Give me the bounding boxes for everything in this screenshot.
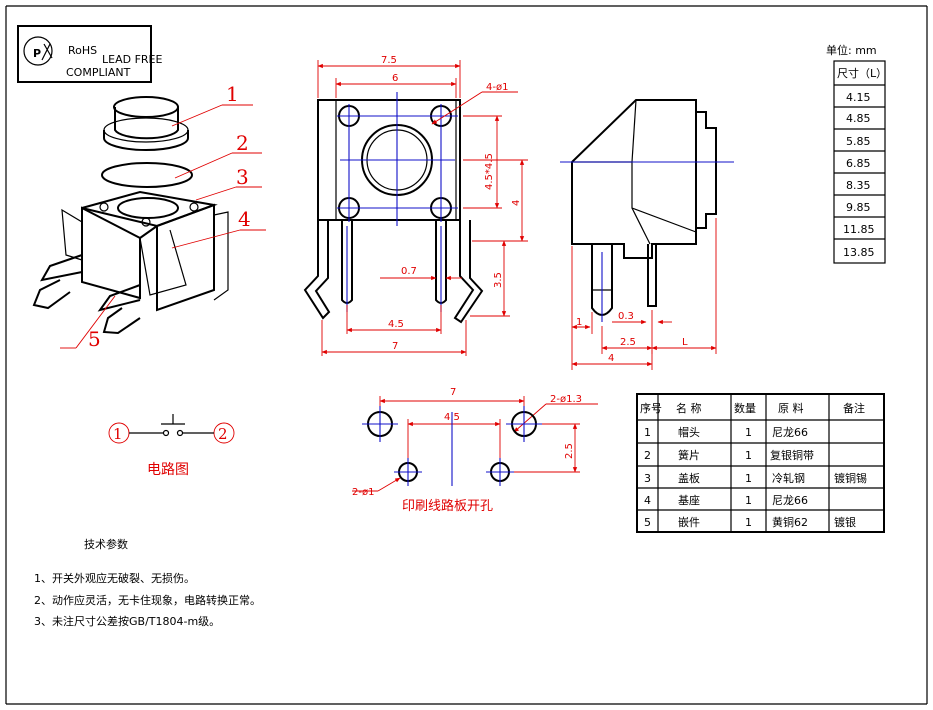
bom-table: 序号 名 称 数量 原 料 备注 1 帽头 1 尼龙66 2 簧片 1 复银铜带… bbox=[636, 393, 885, 533]
side-dim-0-3: 0.3 bbox=[618, 311, 634, 322]
dim-6: 6 bbox=[392, 73, 398, 84]
rohs-compliant: COMPLIANT bbox=[66, 66, 131, 79]
pcb-big-holes: 2-ø1.3 bbox=[550, 394, 582, 405]
rohs-logo: P RoHS LEAD FREE COMPLIANT bbox=[17, 25, 162, 83]
callout-2: 2 bbox=[236, 131, 249, 155]
bom-r0-c3: 尼龙66 bbox=[772, 426, 808, 439]
bom-r4-c4: 镀银 bbox=[834, 515, 856, 529]
unit-val-6: 11.85 bbox=[843, 223, 875, 236]
rohs-lead-free: LEAD FREE bbox=[102, 53, 162, 66]
bom-r1-c3: 复银铜带 bbox=[770, 448, 814, 462]
holes-label: 4-ø1 bbox=[486, 82, 508, 93]
tech-item-2: 2、动作应灵活，无卡住现象，电路转换正常。 bbox=[34, 593, 261, 607]
unit-val-2: 5.85 bbox=[846, 135, 871, 148]
bom-r4-c1: 嵌件 bbox=[678, 516, 700, 529]
tech-item-3: 3、未注尺寸公差按GB/T1804-m级。 bbox=[34, 614, 220, 628]
front-view-dimensions: 7.5 6 4-ø1 4.5*4.5 4 3.5 0.7 4.5 7 bbox=[317, 55, 528, 356]
tech-title: 技术参数 bbox=[84, 537, 128, 551]
circuit-node-1: 1 bbox=[113, 425, 123, 443]
bom-r2-c1: 盖板 bbox=[678, 471, 700, 485]
bom-r3-c1: 基座 bbox=[678, 493, 700, 507]
dim-4-5-pitch: 4.5 bbox=[388, 319, 404, 330]
bom-r2-c4: 镀铜锡 bbox=[834, 471, 867, 485]
unit-val-5: 9.85 bbox=[846, 201, 871, 214]
pcb-small-holes: 2-ø1 bbox=[352, 487, 374, 498]
side-dim-4: 4 bbox=[608, 353, 614, 364]
unit-val-3: 6.85 bbox=[846, 157, 871, 170]
bom-r4-c3: 黄铜62 bbox=[772, 515, 808, 529]
unit-header: 尺寸（L） bbox=[837, 66, 887, 80]
bom-r1-c1: 簧片 bbox=[678, 448, 700, 462]
bom-r0-c2: 1 bbox=[745, 426, 752, 439]
bom-header-2: 数量 bbox=[734, 402, 756, 415]
callout-leaders: 1 2 3 4 5 bbox=[60, 82, 266, 351]
tech-item-1: 1、开关外观应无破裂、无损伤。 bbox=[34, 571, 195, 585]
bom-r2-c2: 1 bbox=[745, 472, 752, 485]
rohs-title: RoHS bbox=[68, 44, 97, 57]
circuit-node-2: 2 bbox=[218, 425, 228, 443]
svg-text:P: P bbox=[33, 47, 41, 60]
bom-header-0: 序号 bbox=[640, 401, 662, 415]
unit-val-1: 4.85 bbox=[846, 112, 871, 125]
bom-r3-c0: 4 bbox=[644, 494, 651, 507]
side-dim-1: 1 bbox=[576, 317, 582, 328]
bom-r4-c2: 1 bbox=[745, 516, 752, 529]
dim-3-5: 3.5 bbox=[493, 272, 504, 288]
bom-header-4: 备注 bbox=[843, 401, 865, 415]
callout-4: 4 bbox=[238, 207, 251, 231]
callout-3: 3 bbox=[236, 165, 249, 189]
side-dim-2-5: 2.5 bbox=[620, 337, 636, 348]
circuit-caption: 电路图 bbox=[147, 462, 189, 478]
bom-r0-c1: 帽头 bbox=[678, 426, 700, 439]
isometric-view bbox=[32, 96, 229, 335]
dim-7-total: 7 bbox=[392, 341, 398, 352]
pcb-dim-7: 7 bbox=[450, 387, 456, 398]
dim-7-5: 7.5 bbox=[381, 55, 397, 66]
bom-header-1: 名 称 bbox=[676, 401, 702, 415]
circuit-diagram: 1 2 电路图 bbox=[108, 414, 235, 478]
tech-params: 技术参数 1、开关外观应无破裂、无损伤。 2、动作应灵活，无卡住现象，电路转换正… bbox=[34, 537, 261, 628]
pcb-dim-2-5: 2.5 bbox=[564, 443, 575, 459]
bom-r4-c0: 5 bbox=[644, 516, 651, 529]
unit-table: 单位: mm 尺寸（L） 4.15 4.85 5.85 6.85 8.35 9.… bbox=[826, 43, 887, 264]
callout-1: 1 bbox=[226, 82, 239, 106]
bom-r0-c0: 1 bbox=[644, 426, 651, 439]
bom-r3-c2: 1 bbox=[745, 494, 752, 507]
sheet-border bbox=[5, 5, 928, 705]
front-view bbox=[303, 92, 484, 324]
pcb-caption: 印刷线路板开孔 bbox=[402, 498, 493, 514]
side-view bbox=[560, 99, 734, 322]
unit-val-7: 13.85 bbox=[843, 246, 875, 259]
bom-header-3: 原 料 bbox=[778, 401, 804, 415]
unit-val-4: 8.35 bbox=[846, 179, 871, 192]
unit-label: 单位: mm bbox=[826, 43, 877, 57]
dim-4-5x4-5: 4.5*4.5 bbox=[484, 153, 495, 190]
pcb-layout: 7 4.5 2.5 2-ø1.3 2-ø1 印刷线路板开孔 bbox=[352, 387, 598, 514]
bom-r3-c3: 尼龙66 bbox=[772, 494, 808, 507]
dim-4: 4 bbox=[511, 200, 522, 206]
callout-5: 5 bbox=[88, 327, 101, 351]
unit-val-0: 4.15 bbox=[846, 91, 871, 104]
dim-0-7: 0.7 bbox=[401, 266, 417, 277]
side-view-dimensions: 1 0.3 2.5 L 4 bbox=[571, 218, 717, 370]
bom-r2-c3: 冷轧钢 bbox=[772, 471, 805, 485]
bom-r1-c0: 2 bbox=[644, 449, 651, 462]
bom-r2-c0: 3 bbox=[644, 472, 651, 485]
bom-r1-c2: 1 bbox=[745, 449, 752, 462]
side-dim-L: L bbox=[682, 337, 688, 348]
